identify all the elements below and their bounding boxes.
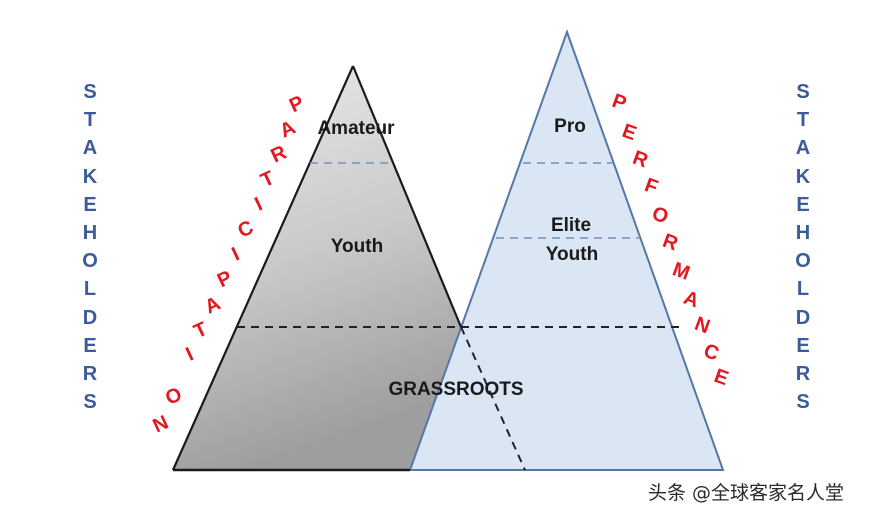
participation-left-edge [171,65,355,471]
letter: A [82,137,98,160]
tier-grassroots: GRASSROOTS [388,379,524,400]
performance-pyramid [408,29,725,471]
letter: D [795,306,811,329]
participation-hidden-edge [460,326,526,471]
letter: L [796,278,810,301]
tier-youth-participation: Youth [330,236,384,257]
letter: E [83,334,97,357]
letter: H [795,222,811,245]
letter: D [82,306,98,329]
letter: A [795,137,811,160]
letter: L [83,278,97,301]
watermark: 头条 @全球客家名人堂 [648,482,845,504]
stakeholders-left: S T A K E H O L D E R S [78,78,102,416]
participation-pyramid [173,66,461,470]
letter: E [83,193,97,216]
letter: R [795,363,811,386]
stakeholders-right: S T A K E H O L D E R S [791,78,815,416]
letter: S [83,391,97,414]
participation-right-edge [351,65,463,328]
letter: S [83,81,97,103]
tier-pro: Pro [554,116,586,137]
letter: S [796,81,810,103]
tier-elite: Elite [550,215,592,236]
letter: K [82,165,98,188]
letter: T [796,109,810,132]
letter: K [795,165,811,188]
tier-amateur: Amateur [317,118,395,139]
letter: S [796,391,810,414]
letter: O [795,250,811,273]
letter: R [82,363,98,386]
letter: T [83,109,97,132]
letter: E [796,193,810,216]
letter: O [82,250,98,273]
letter: H [82,222,98,245]
tier-youth-performance: Youth [545,244,599,265]
letter: E [796,334,810,357]
